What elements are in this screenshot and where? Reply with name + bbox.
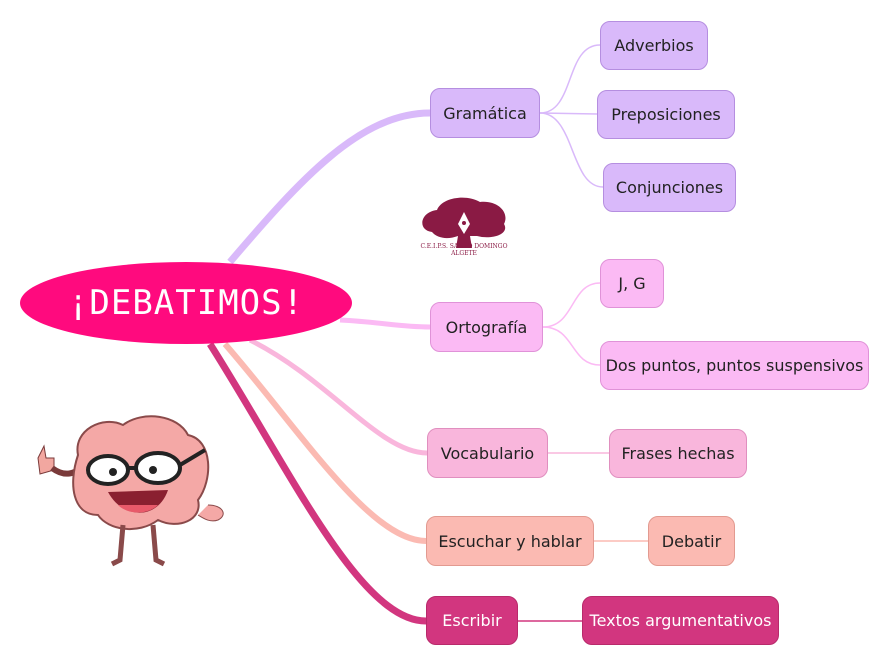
- logo-name: C.E.I.P.S. SANTO DOMINGO: [420, 243, 508, 250]
- link-escribir: [207, 342, 427, 625]
- link-vocabulario: [248, 337, 428, 456]
- leaf-dos-puntos[interactable]: Dos puntos, puntos suspensivos: [600, 341, 869, 390]
- leaf-conjunciones[interactable]: Conjunciones: [603, 163, 736, 212]
- link-escuchar: [222, 342, 427, 544]
- branch-ortografia[interactable]: Ortografía: [430, 302, 543, 352]
- branch-escuchar-hablar[interactable]: Escuchar y hablar: [426, 516, 594, 566]
- leaf-debatir[interactable]: Debatir: [648, 516, 735, 566]
- leaf-adverbios[interactable]: Adverbios: [600, 21, 708, 70]
- branch-escribir[interactable]: Escribir: [426, 596, 518, 645]
- branch-gramatica[interactable]: Gramática: [430, 88, 540, 138]
- leaf-preposiciones[interactable]: Preposiciones: [597, 90, 735, 139]
- link-ortografia: [339, 317, 431, 330]
- central-topic[interactable]: ¡DEBATIMOS!: [20, 262, 352, 344]
- school-logo-text: C.E.I.P.S. SANTO DOMINGO ALGETE: [412, 243, 516, 257]
- leaf-frases-hechas[interactable]: Frases hechas: [609, 429, 747, 478]
- link-gramatica: [227, 109, 431, 265]
- brain-mascot-icon: [37, 415, 224, 567]
- school-logo: [422, 197, 506, 248]
- leaf-textos-argumentativos[interactable]: Textos argumentativos: [582, 596, 779, 645]
- branch-vocabulario[interactable]: Vocabulario: [427, 428, 548, 478]
- logo-place: ALGETE: [451, 250, 477, 257]
- leaf-j-g[interactable]: J, G: [600, 259, 664, 308]
